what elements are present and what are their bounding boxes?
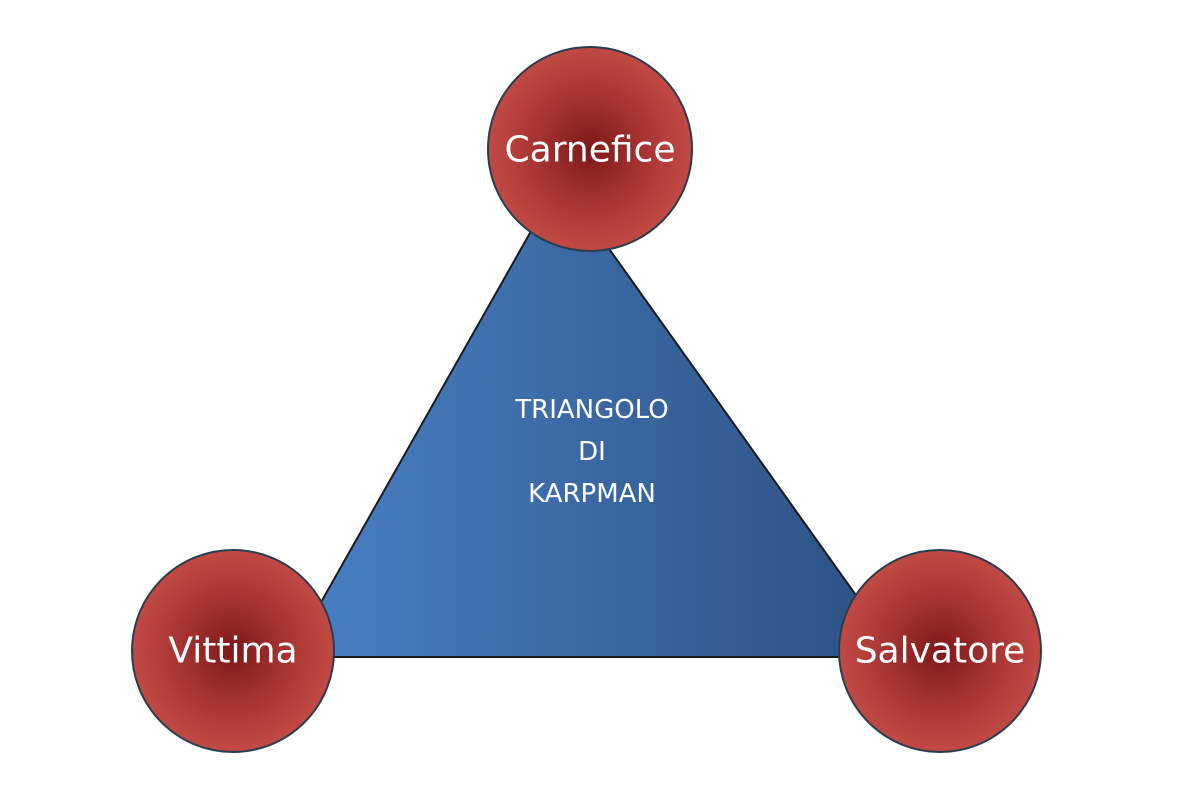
center-label-line-3: KARPMAN [528, 479, 656, 509]
center-label-line-1: TRIANGOLO [514, 395, 669, 425]
node-carnefice-circle [487, 46, 693, 252]
node-carnefice-label: Carnefice [505, 130, 676, 171]
center-label-line-2: DI [578, 437, 606, 467]
triangle-shape [288, 178, 902, 658]
node-carnefice: Carnefice [487, 46, 693, 252]
node-salvatore: Salvatore [838, 549, 1042, 753]
node-salvatore-circle [838, 549, 1042, 753]
node-salvatore-label: Salvatore [855, 631, 1026, 672]
node-vittima: Vittima [131, 549, 335, 753]
node-vittima-circle [131, 549, 335, 753]
node-vittima-label: Vittima [168, 631, 297, 672]
